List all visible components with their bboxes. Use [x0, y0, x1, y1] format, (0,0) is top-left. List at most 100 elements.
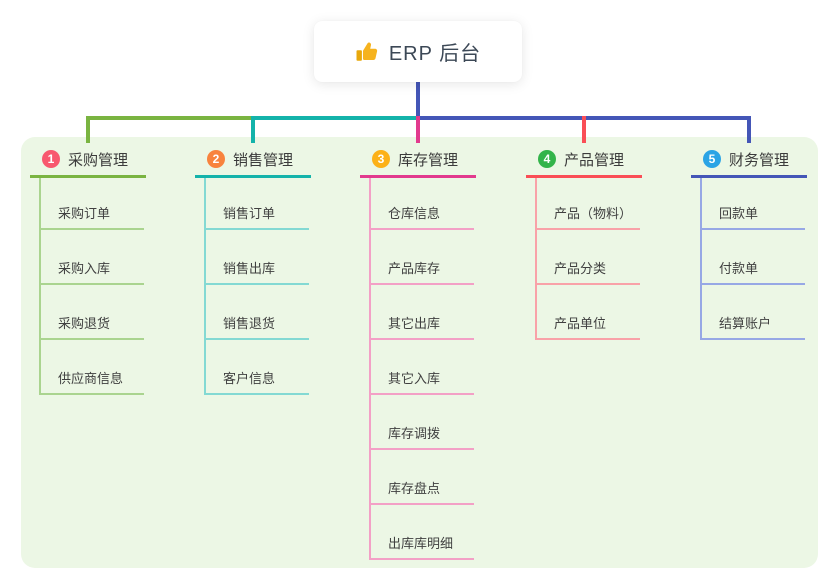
tree-item-label: 供应商信息: [58, 371, 124, 386]
tree-item-label: 库存盘点: [388, 481, 441, 496]
tree-item-label: 产品（物料）: [554, 206, 633, 221]
branch-number-badge: 3: [372, 150, 390, 168]
tree-item[interactable]: 产品（物料）: [535, 178, 640, 230]
tree-item-underline: [369, 228, 474, 230]
branches-panel: [21, 137, 818, 568]
tree-item-underline: [39, 228, 144, 230]
tree-item-label: 采购入库: [58, 261, 111, 276]
tree-item[interactable]: 销售出库: [204, 233, 309, 285]
tree-connector-line: [369, 178, 371, 560]
branch-number-badge: 2: [207, 150, 225, 168]
branch-underline: [195, 175, 311, 178]
tree-item-label: 客户信息: [223, 371, 276, 386]
branch-label: 销售管理: [233, 151, 294, 169]
tree-item[interactable]: 仓库信息: [369, 178, 474, 230]
branch-underline: [360, 175, 476, 178]
branch-column-product: 4 产品管理 产品（物料） 产品分类产品单位: [526, 143, 642, 340]
branch-drop-sales: [251, 116, 255, 143]
tree-item-underline: [535, 338, 640, 340]
tree-item-underline: [700, 283, 805, 285]
tree-item[interactable]: 回款单: [700, 178, 805, 230]
tree-item-underline: [535, 283, 640, 285]
tree-item-label: 其它出库: [388, 316, 441, 331]
tree-connector-line: [39, 178, 41, 395]
trunk-connector: [416, 82, 420, 120]
tree-item-label: 产品单位: [554, 316, 607, 331]
tree-item-underline: [204, 228, 309, 230]
branch-number-badge: 1: [42, 150, 60, 168]
branch-column-sales: 2 销售管理 销售订单销售出库销售退货客户信息: [195, 143, 311, 395]
tree-item-label: 库存调拨: [388, 426, 441, 441]
bus-segment-sales: [251, 116, 418, 120]
branch-node-purchase[interactable]: 1 采购管理: [30, 143, 146, 175]
tree-item-underline: [535, 228, 640, 230]
tree-item-underline: [204, 283, 309, 285]
tree-item[interactable]: 销售退货: [204, 288, 309, 340]
branch-underline: [691, 175, 807, 178]
tree-item-underline: [204, 393, 309, 395]
tree-item-label: 回款单: [719, 206, 759, 221]
root-node[interactable]: ERP 后台: [314, 21, 522, 82]
tree-item-underline: [369, 558, 474, 560]
tree-item-underline: [369, 503, 474, 505]
tree-item[interactable]: 其它出库: [369, 288, 474, 340]
tree-item[interactable]: 结算账户: [700, 288, 805, 340]
tree-item-underline: [700, 228, 805, 230]
thumbs-up-icon: [356, 42, 377, 61]
tree-item-underline: [39, 393, 144, 395]
tree-item-label: 仓库信息: [388, 206, 441, 221]
tree-item[interactable]: 其它入库: [369, 343, 474, 395]
tree-item-label: 销售出库: [223, 261, 276, 276]
tree-item[interactable]: 产品单位: [535, 288, 640, 340]
branch-node-sales[interactable]: 2 销售管理: [195, 143, 311, 175]
tree-item[interactable]: 采购入库: [39, 233, 144, 285]
tree-item-label: 采购订单: [58, 206, 111, 221]
branch-number-badge: 5: [703, 150, 721, 168]
tree-item-label: 出库库明细: [388, 536, 454, 551]
tree-item-underline: [369, 393, 474, 395]
tree-item[interactable]: 付款单: [700, 233, 805, 285]
branch-column-finance: 5 财务管理 回款单付款单结算账户: [691, 143, 807, 340]
branch-node-finance[interactable]: 5 财务管理: [691, 143, 807, 175]
tree-item-underline: [39, 338, 144, 340]
tree-item-label: 销售订单: [223, 206, 276, 221]
tree-item[interactable]: 库存调拨: [369, 398, 474, 450]
branch-drop-purchase: [86, 116, 90, 143]
branch-column-purchase: 1 采购管理 采购订单采购入库采购退货供应商信息: [30, 143, 146, 395]
branch-number-badge: 4: [538, 150, 556, 168]
branch-node-product[interactable]: 4 产品管理: [526, 143, 642, 175]
tree-item[interactable]: 客户信息: [204, 343, 309, 395]
branch-label: 产品管理: [564, 151, 625, 169]
tree-connector-line: [700, 178, 702, 340]
branch-underline: [30, 175, 146, 178]
tree-item-underline: [369, 448, 474, 450]
tree-item[interactable]: 产品分类: [535, 233, 640, 285]
tree-item-label: 产品库存: [388, 261, 441, 276]
tree-item-label: 采购退货: [58, 316, 111, 331]
tree-item[interactable]: 采购退货: [39, 288, 144, 340]
tree-item[interactable]: 销售订单: [204, 178, 309, 230]
tree-item-underline: [39, 283, 144, 285]
branch-drop-product: [582, 116, 586, 143]
branch-underline: [526, 175, 642, 178]
tree-item[interactable]: 供应商信息: [39, 343, 144, 395]
tree-item-underline: [700, 338, 805, 340]
branch-label: 库存管理: [398, 151, 459, 169]
tree-item-label: 销售退货: [223, 316, 276, 331]
root-label: ERP 后台: [388, 43, 482, 65]
tree-item-label: 付款单: [719, 261, 759, 276]
tree-item[interactable]: 出库库明细: [369, 508, 474, 560]
tree-item[interactable]: 产品库存: [369, 233, 474, 285]
tree-item-underline: [369, 338, 474, 340]
tree-item-label: 结算账户: [719, 316, 772, 331]
branch-node-inventory[interactable]: 3 库存管理: [360, 143, 476, 175]
branch-drop-inventory: [416, 116, 420, 143]
tree-item-underline: [369, 283, 474, 285]
tree-item[interactable]: 采购订单: [39, 178, 144, 230]
bus-segment-purchase: [86, 116, 255, 120]
branch-column-inventory: 3 库存管理 仓库信息产品库存其它出库其它入库库存调拨库存盘点出库库明细: [360, 143, 476, 560]
branch-drop-finance: [747, 116, 751, 143]
tree-item[interactable]: 库存盘点: [369, 453, 474, 505]
tree-item-label: 产品分类: [554, 261, 607, 276]
